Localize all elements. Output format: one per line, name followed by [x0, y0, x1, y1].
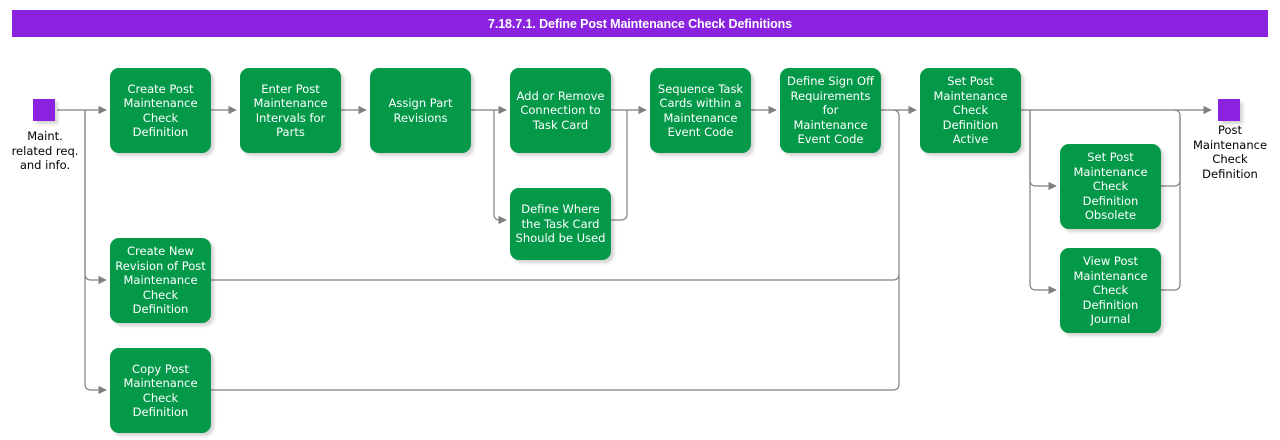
node-enter-post-maintenance-intervals-for-parts[interactable]: Enter Post Maintenance Intervals for Par…: [240, 68, 341, 153]
end-terminal[interactable]: [1218, 99, 1240, 121]
node-copy-post-maintenance-check-definition[interactable]: Copy Post Maintenance Check Definition: [110, 348, 211, 433]
node-set-post-maintenance-check-definition-active[interactable]: Set Post Maintenance Check Definition Ac…: [920, 68, 1021, 153]
node-create-new-revision-of-post-maintenance-check-definition[interactable]: Create New Revision of Post Maintenance …: [110, 238, 211, 323]
start-terminal[interactable]: [33, 99, 55, 121]
edge-copy-to-main: [211, 274, 900, 391]
node-define-sign-off-requirements-for-maintenance-event-code[interactable]: Define Sign Off Requirements for Mainten…: [780, 68, 881, 153]
page-title: 7.18.7.1. Define Post Maintenance Check …: [487, 16, 793, 31]
node-assign-part-revisions[interactable]: Assign Part Revisions: [370, 68, 471, 153]
edge-assign-part-to-define-where: [493, 110, 507, 225]
end-terminal-label: Post Maintenance Check Definition: [1192, 123, 1268, 181]
edge-define-where-to-sequence: [611, 110, 628, 221]
node-sequence-task-cards-within-a-maintenance-event-code[interactable]: Sequence Task Cards within a Maintenance…: [650, 68, 751, 153]
edge-start-to-copy: [84, 110, 107, 395]
page-title-bar: 7.18.7.1. Define Post Maintenance Check …: [12, 10, 1268, 37]
node-create-post-maintenance-check-definition[interactable]: Create Post Maintenance Check Definition: [110, 68, 211, 153]
edge-set-active-to-journal: [1029, 110, 1057, 295]
node-set-post-maintenance-check-definition-obsolete[interactable]: Set Post Maintenance Check Definition Ob…: [1060, 144, 1161, 229]
edge-journal-to-end: [1161, 116, 1181, 291]
node-add-or-remove-connection-to-task-card[interactable]: Add or Remove Connection to Task Card: [510, 68, 611, 153]
edge-set-active-to-obsolete: [1029, 110, 1057, 191]
start-terminal-label: Maint. related req. and info.: [11, 129, 79, 172]
edge-obsolete-to-end: [1161, 109, 1181, 187]
node-view-post-maintenance-check-definition-journal[interactable]: View Post Maintenance Check Definition J…: [1060, 248, 1161, 333]
node-define-where-the-task-card-should-be-used[interactable]: Define Where the Task Card Should be Use…: [510, 188, 611, 260]
